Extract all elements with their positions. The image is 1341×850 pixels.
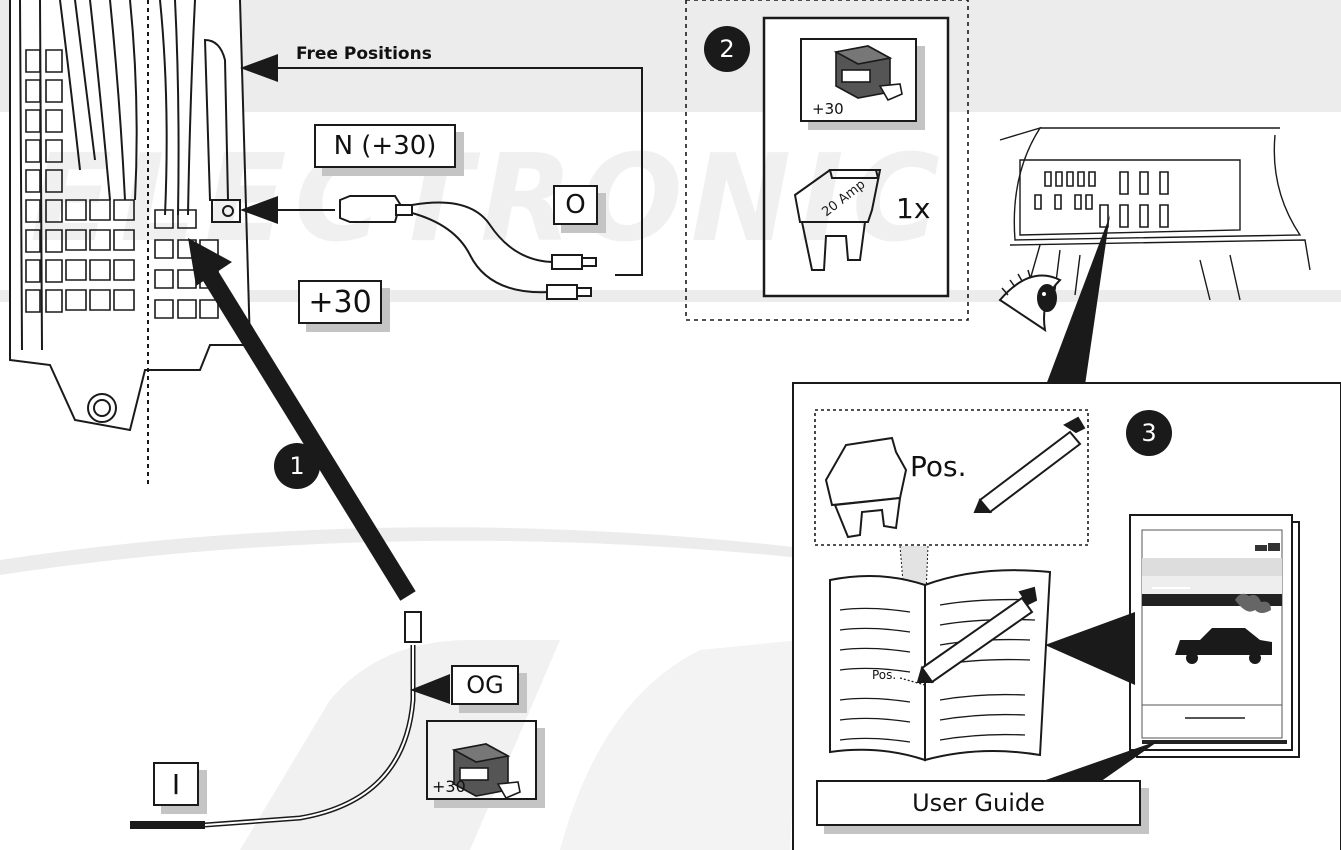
pos-small-text: Pos. [872, 668, 897, 682]
car-wheel-rear [1249, 652, 1261, 664]
n-plus30-label: N (+30) [314, 124, 456, 168]
panel-pointer [1046, 215, 1110, 385]
free-positions-label: Free Positions [296, 44, 432, 64]
relay-module-icon-2 [451, 743, 521, 800]
user-guide-label: User Guide [816, 780, 1141, 826]
connector-icon [339, 195, 597, 300]
step1-arrow [188, 238, 416, 601]
relay-module-icon [833, 45, 903, 102]
i-label: I [153, 762, 199, 806]
watermark-text: ELECTRONIC [30, 130, 948, 269]
pen-icon [973, 416, 1086, 514]
pen-icon-2 [916, 586, 1038, 684]
step-2-badge: 2 [704, 26, 750, 72]
manual-cover [1129, 514, 1300, 758]
plus30-label: +30 [298, 280, 382, 324]
eye-icon [998, 269, 1062, 333]
connector-arrow [240, 196, 335, 224]
free-positions-arrow [240, 54, 643, 276]
og-cable [130, 611, 422, 829]
fuse-icon [793, 169, 882, 271]
fuse-qty-text: 1x [896, 192, 931, 225]
og-arrowhead [410, 674, 450, 704]
fuse-panel-sketch [999, 126, 1311, 301]
pos-large-text: Pos. [910, 450, 967, 483]
manual-pointer [1045, 612, 1135, 685]
module-bottom-caption: +30 [432, 777, 466, 796]
og-label: OG [451, 665, 519, 705]
fuse-icon-2 [824, 436, 908, 539]
user-guide-pointer [1040, 740, 1160, 782]
car-icon [1175, 628, 1272, 655]
car-wheel-front [1186, 652, 1198, 664]
step-3-badge: 3 [1126, 410, 1172, 456]
o-label: O [553, 185, 598, 225]
module-top-caption: +30 [812, 100, 844, 118]
fuse-box-icon [9, 0, 252, 432]
step-1-badge: 1 [274, 443, 320, 489]
module-box-top: +30 [800, 38, 917, 122]
module-box-bottom: +30 [426, 720, 537, 800]
